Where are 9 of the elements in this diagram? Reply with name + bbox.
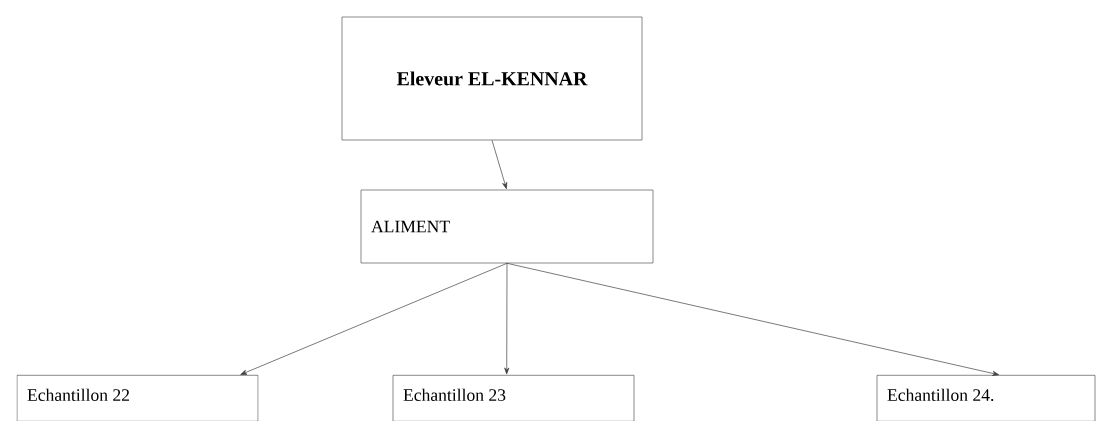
arrow [506, 262, 1000, 376]
arrow [504, 262, 510, 375]
arrow [240, 262, 508, 375]
sample-box: Echantillon 22 [16, 375, 259, 421]
arrow [491, 139, 508, 190]
sample-box: Echantillon 24. [876, 375, 1096, 421]
breeder-box: Eleveur EL-KENNAR [341, 16, 643, 141]
feed-box: ALIMENT [360, 189, 654, 264]
sample-box: Echantillon 23 [392, 375, 635, 421]
